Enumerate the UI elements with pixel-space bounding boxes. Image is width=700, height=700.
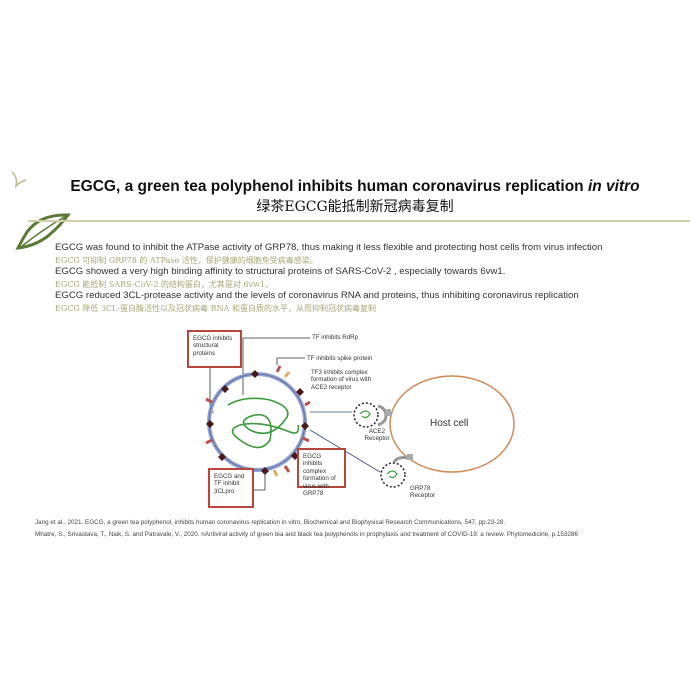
label-tf-spike: TF inhibits spike protein (307, 355, 373, 362)
slide-title: EGCG, a green tea polyphenol inhibits hu… (0, 178, 700, 196)
box-structural-proteins: EGCG inhibits structural proteins (187, 330, 242, 368)
leaf-tip-icon (11, 171, 27, 189)
box-3clpro: EGCG and TF inhibit 3CLpro (208, 468, 254, 508)
virus-diagram (205, 337, 515, 491)
label-tf3-ace2: TF3 inhibits complex formation of virus … (311, 369, 372, 391)
point-1-en: EGCG was found to inhibit the ATPase act… (55, 242, 603, 253)
point-2-zh: EGCG 能抵制 SARS-CoV-2 的结构蛋白，尤其是对 6vw1。 (55, 280, 273, 289)
title-text: EGCG, a green tea polyphenol inhibits hu… (70, 178, 584, 195)
title-italic: in vitro (587, 178, 640, 195)
label-grp78-receptor: GRP78 Receptor (410, 485, 436, 500)
point-1-zh: EGCG 可抑制 GRP78 的 ATPase 活性，保护健康的细胞免受病毒感染… (55, 256, 318, 265)
label-ace2-receptor: ACE2 Receptor (364, 428, 390, 443)
label-tf-rdrp: TF inhibits RdRp (312, 334, 359, 341)
label-host-cell: Host cell (430, 418, 469, 429)
box-grp78: EGCG inhibits complex formation of virus… (297, 448, 346, 497)
reference-1: Jang et al., 2021. EGCG, a green tea pol… (35, 519, 506, 526)
rna-strand (227, 397, 300, 449)
grp78-virus (380, 462, 406, 488)
point-3-zh: EGCG 降低 3CL-蛋白酶活性以及冠状病毒 RNA 和蛋白质的水平，从而抑制… (55, 304, 376, 313)
host-cell (389, 375, 515, 473)
ace2-virus (353, 402, 379, 428)
point-2-en: EGCG showed a very high binding affinity… (55, 266, 506, 277)
title-divider (28, 220, 690, 222)
slide-subtitle-zh: 绿茶EGCG能抵制新冠病毒复制 (256, 199, 454, 215)
point-3-en: EGCG reduced 3CL-protease activity and t… (55, 290, 579, 301)
leaf-icon (15, 213, 71, 250)
reference-2: Mhatre, S., Srivastava, T., Naik, S. and… (35, 531, 578, 538)
